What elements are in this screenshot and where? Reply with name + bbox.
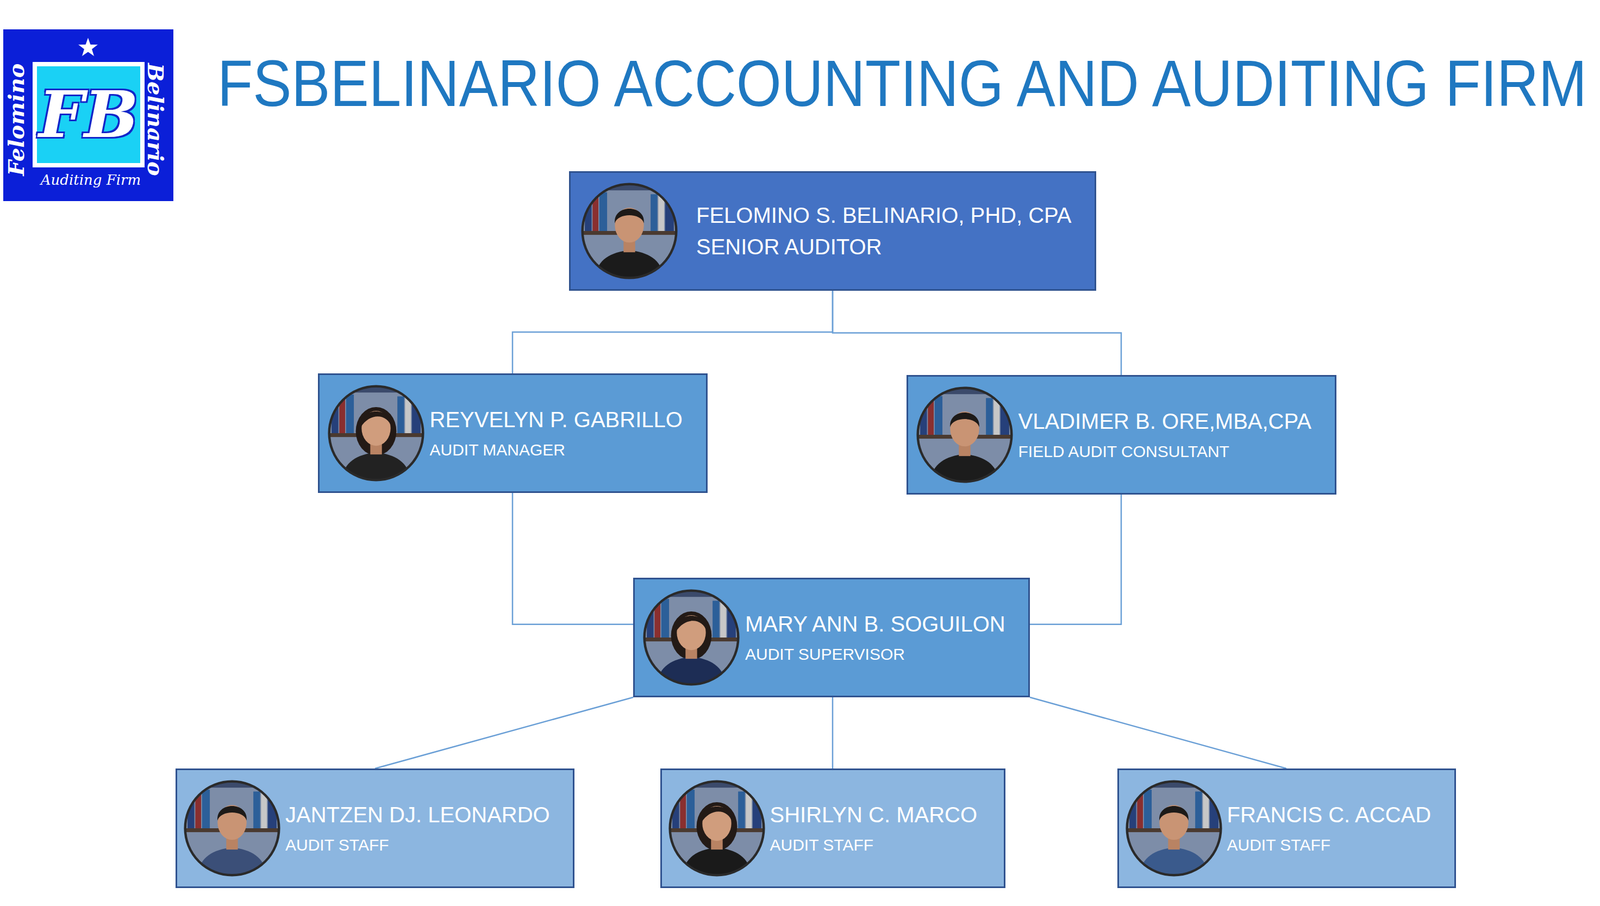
connector-line [832,290,1122,375]
portrait-photo [668,779,766,877]
org-box: REYVELYN P. GABRILLO AUDIT MANAGER [317,373,708,493]
person-name: MARY ANN B. SOGUILON [745,610,1006,637]
person-name: REYVELYN P. GABRILLO [429,406,683,433]
portrait-image [1125,779,1223,877]
org-box: FRANCIS C. ACCAD AUDIT STAFF [1117,768,1456,889]
person-name: JANTZEN DJ. LEONARDO [285,801,550,828]
person-name: SHIRLYN C. MARCO [770,801,978,828]
portrait-image [327,384,425,482]
org-box: FELOMINO S. BELINARIO, PHD, CPA SENIOR AU… [569,171,1097,291]
logo-ground [3,29,174,202]
org-box: SHIRLYN C. MARCO AUDIT STAFF [660,768,1006,889]
person-name: FRANCIS C. ACCAD [1227,801,1432,828]
connector-line [1029,697,1287,769]
job-title: AUDIT STAFF [770,835,874,855]
portrait-image [183,779,281,877]
logo-text: Belinario [143,63,168,177]
job-title: FIELD AUDIT CONSULTANT [1018,441,1230,462]
logo-inner-square [34,64,143,166]
connector-line [832,697,834,769]
job-title: SENIOR AUDITOR [696,233,883,260]
org-box: MARY ANN B. SOGUILON AUDIT SUPERVISOR [633,577,1030,698]
portrait-image [668,779,766,877]
org-box: JANTZEN DJ. LEONARDO AUDIT STAFF [175,768,575,889]
logo-star [77,36,99,57]
page-title: FSBELINARIO ACCOUNTING AND AUDITING FIRM [217,45,1587,121]
job-title: AUDIT SUPERVISOR [745,644,905,665]
logo-text: FB [38,79,139,150]
person-name: FELOMINO S. BELINARIO, PHD, CPA [696,202,1072,229]
logo-text: Felomino [4,63,29,177]
logo-text: Auditing Firm [40,172,141,189]
portrait-photo [183,779,281,877]
connector-line [375,697,634,769]
job-title: AUDIT MANAGER [429,440,566,460]
person-name: VLADIMER B. ORE,MBA,CPA [1018,408,1312,435]
job-title: AUDIT STAFF [285,835,390,855]
portrait-photo [327,384,425,482]
job-title: AUDIT STAFF [1227,835,1331,855]
portrait-photo [642,589,740,686]
portrait-photo [1125,779,1223,877]
connector-line [512,492,634,625]
portrait-image [916,386,1014,484]
portrait-photo [916,386,1014,484]
org-box: VLADIMER B. ORE,MBA,CPA FIELD AUDIT CONSU… [906,375,1337,495]
connector-line [1029,494,1122,625]
connector-line [512,290,833,374]
portrait-photo [580,182,678,280]
portrait-image [580,182,678,280]
portrait-image [642,589,740,686]
